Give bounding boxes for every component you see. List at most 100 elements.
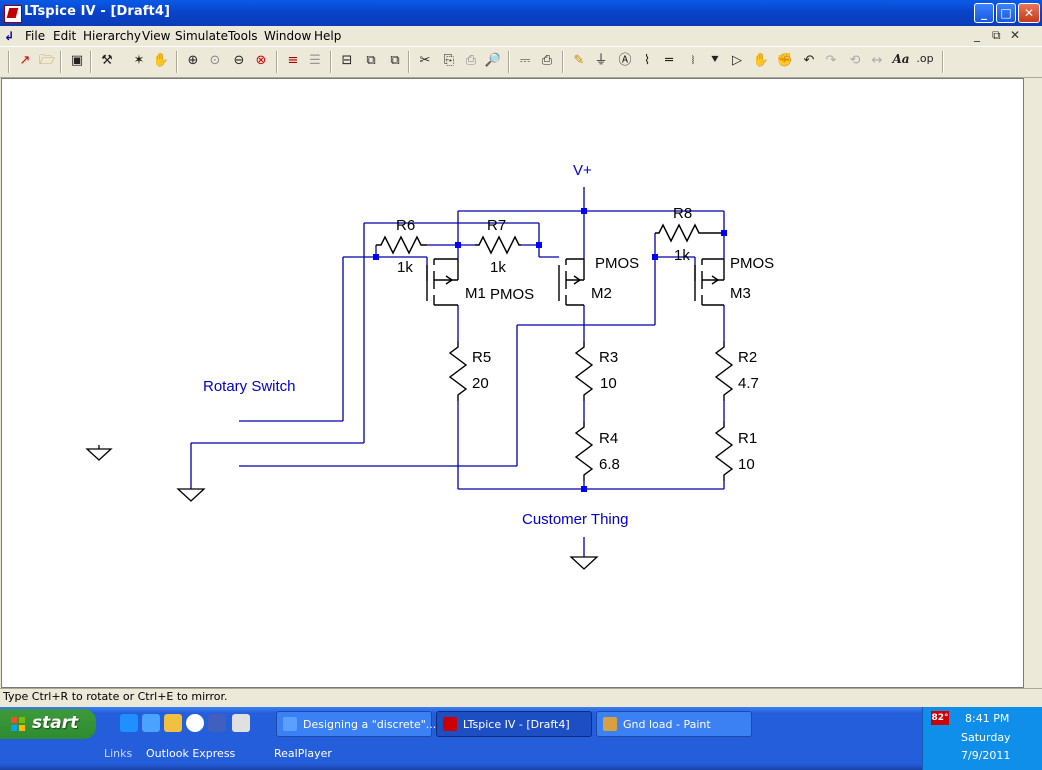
mdi-restore-button[interactable]: ⧉: [992, 28, 1001, 42]
folder-quicklaunch-icon[interactable]: [164, 714, 182, 732]
r2-value[interactable]: 4.7: [738, 375, 759, 392]
label-icon[interactable]: Ⓐ: [618, 53, 632, 68]
menu-file[interactable]: File: [25, 29, 46, 43]
realplayer-link[interactable]: RealPlayer: [274, 747, 332, 760]
halt-icon[interactable]: ✋: [152, 53, 170, 68]
tile-icon[interactable]: ⊟: [341, 53, 353, 68]
print-setup-icon[interactable]: ⎓: [519, 53, 531, 68]
clock-time[interactable]: 8:41 PM: [965, 712, 1010, 725]
outlook-express-link[interactable]: Outlook Express: [146, 747, 236, 760]
paste-icon[interactable]: ⎙: [465, 53, 477, 68]
menu-window[interactable]: Window: [264, 29, 312, 43]
task-button-ltspice[interactable]: LTspice IV - [Draft4]: [436, 711, 592, 737]
rotate-icon[interactable]: ⟲: [849, 53, 861, 68]
clock-date: 7/9/2011: [961, 749, 1011, 762]
r7-value[interactable]: 1k: [490, 259, 506, 276]
find-icon[interactable]: 🔎: [484, 53, 502, 68]
r4-name[interactable]: R4: [599, 430, 618, 447]
r6-value[interactable]: 1k: [397, 259, 413, 276]
close-button[interactable]: ✕: [1018, 3, 1040, 23]
media-player-quicklaunch-icon[interactable]: [186, 714, 204, 732]
r7-name[interactable]: R7: [487, 217, 506, 234]
menu-simulate[interactable]: Simulate: [175, 29, 229, 43]
capacitor-icon[interactable]: ═: [665, 53, 673, 68]
menu-help[interactable]: Help: [314, 29, 342, 43]
zoom-in-icon[interactable]: ⊕: [187, 53, 199, 68]
drag-icon[interactable]: ✊: [776, 53, 794, 68]
temperature-badge[interactable]: 82°: [931, 711, 949, 725]
taskbar: start Designing a "discrete"... LTspice …: [0, 707, 1042, 770]
schematic-canvas[interactable]: V+ Rotary Switch Customer Thing R6 1k R7…: [1, 78, 1024, 688]
zoom-area-icon[interactable]: ⊙: [209, 53, 221, 68]
ie-alt-quicklaunch-icon[interactable]: [142, 714, 160, 732]
paint-quicklaunch-icon[interactable]: [232, 714, 250, 732]
resistor-icon[interactable]: ⌇: [643, 53, 651, 68]
m3-name[interactable]: M3: [730, 285, 751, 302]
text-icon[interactable]: Aa: [892, 52, 910, 66]
m3-model[interactable]: PMOS: [730, 255, 774, 272]
m2-model[interactable]: PMOS: [595, 255, 639, 272]
minimize-button[interactable]: _: [974, 3, 994, 23]
mdi-minimize-button[interactable]: _: [974, 28, 980, 42]
r5-name[interactable]: R5: [472, 349, 491, 366]
zoom-fit-icon[interactable]: ⊗: [255, 53, 267, 68]
ie-quicklaunch-icon[interactable]: [120, 714, 138, 732]
inductor-icon[interactable]: ⧘: [691, 53, 695, 68]
task-button-browser[interactable]: Designing a "discrete"...: [276, 711, 436, 737]
schematic-drawing[interactable]: V+ Rotary Switch Customer Thing R6 1k R7…: [2, 79, 1023, 687]
start-button[interactable]: start: [0, 709, 96, 739]
r4-value[interactable]: 6.8: [599, 456, 620, 473]
wire-icon[interactable]: ✎: [573, 53, 585, 68]
redo-icon[interactable]: ↷: [825, 53, 837, 68]
new-schematic-icon[interactable]: ↗: [19, 53, 31, 68]
m2-name[interactable]: M2: [591, 285, 612, 302]
component-icon[interactable]: ▷: [732, 53, 742, 68]
r1-value[interactable]: 10: [738, 456, 755, 473]
m1-model[interactable]: PMOS: [490, 286, 534, 303]
mdi-child-icon[interactable]: ↲: [4, 29, 15, 43]
r3-name[interactable]: R3: [599, 349, 618, 366]
autorange-icon[interactable]: ☰: [309, 53, 321, 68]
maximize-button[interactable]: □: [996, 3, 1016, 23]
r5-value[interactable]: 20: [472, 375, 489, 392]
print-icon[interactable]: ⎙: [541, 53, 553, 68]
run-icon[interactable]: ✶: [133, 53, 145, 68]
close-all-icon[interactable]: ⧉: [390, 53, 400, 68]
r6-name[interactable]: R6: [396, 217, 415, 234]
ltspice-app-icon[interactable]: [4, 5, 22, 23]
menu-hierarchy[interactable]: Hierarchy: [83, 29, 142, 43]
save-icon[interactable]: ▣: [70, 53, 84, 68]
r1-name[interactable]: R1: [738, 430, 757, 447]
diode-icon[interactable]: ⯆: [709, 53, 721, 68]
r8-value[interactable]: 1k: [674, 247, 690, 264]
rotary-switch-label[interactable]: Rotary Switch: [203, 378, 296, 395]
m1-name[interactable]: M1: [465, 285, 486, 302]
show-desktop-icon[interactable]: [208, 714, 226, 732]
cut-icon[interactable]: ✂: [419, 53, 431, 68]
menu-edit[interactable]: Edit: [53, 29, 77, 43]
r3-value[interactable]: 10: [600, 375, 617, 392]
copy-icon[interactable]: ⎘: [443, 53, 455, 68]
menu-tools[interactable]: Tools: [228, 29, 258, 43]
menu-bar: ↲ File Edit Hierarchy View Simulate Tool…: [0, 26, 1042, 46]
mdi-close-button[interactable]: ✕: [1010, 28, 1021, 42]
menu-view[interactable]: View: [142, 29, 171, 43]
zoom-out-icon[interactable]: ⊖: [233, 53, 245, 68]
status-message: Type Ctrl+R to rotate or Ctrl+E to mirro…: [3, 690, 228, 703]
move-icon[interactable]: ✋: [752, 53, 770, 68]
spice-directive-icon[interactable]: .op: [916, 52, 934, 65]
r2-name[interactable]: R2: [738, 349, 757, 366]
task-label: Designing a "discrete"...: [303, 718, 437, 731]
mirror-icon[interactable]: ↔: [871, 53, 883, 68]
undo-icon[interactable]: ↶: [803, 53, 815, 68]
waveform-icon[interactable]: ≡: [287, 53, 299, 68]
cascade-icon[interactable]: ⧉: [366, 53, 376, 68]
r8-name[interactable]: R8: [673, 205, 692, 222]
task-label: Gnd load - Paint: [623, 718, 711, 731]
open-icon[interactable]: 🗁: [38, 53, 56, 68]
control-panel-icon[interactable]: ⚒: [101, 53, 113, 68]
ground-icon[interactable]: ⏚: [594, 53, 608, 68]
customer-thing-label[interactable]: Customer Thing: [522, 511, 628, 528]
net-label-vplus[interactable]: V+: [573, 162, 592, 179]
task-button-paint[interactable]: Gnd load - Paint: [596, 711, 752, 737]
